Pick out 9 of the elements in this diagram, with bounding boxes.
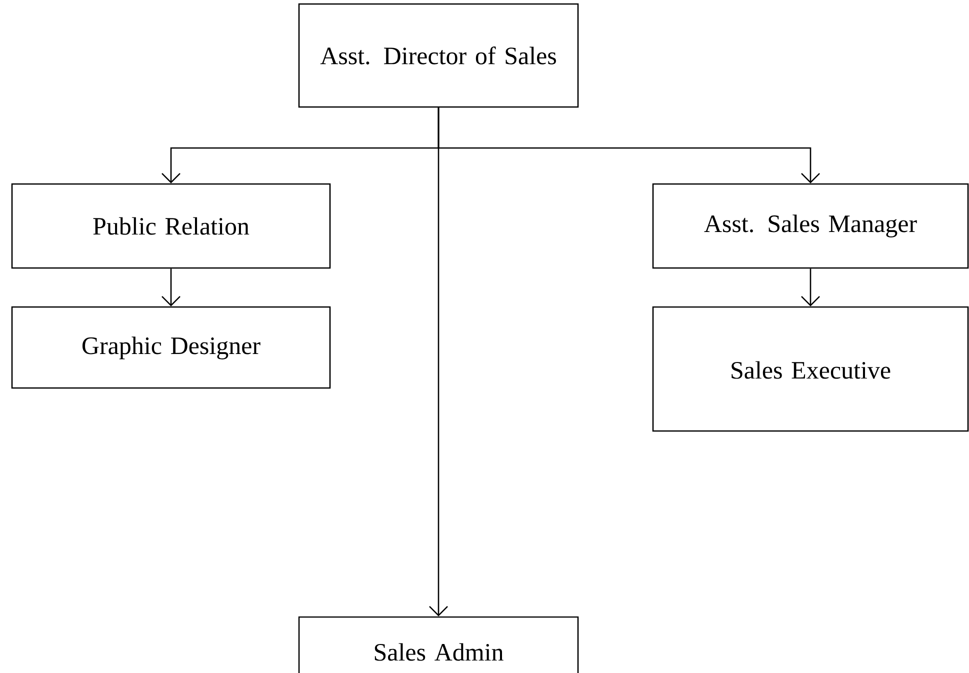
org-box: Public Relation bbox=[11, 183, 331, 269]
org-box: Asst. Director of Sales bbox=[298, 3, 579, 108]
org-box: Sales Executive bbox=[652, 306, 969, 432]
arrow bbox=[429, 108, 448, 616]
org-box: Asst. Sales Manager bbox=[652, 183, 969, 269]
org-box: Sales Admin bbox=[298, 616, 579, 673]
arrow bbox=[801, 268, 820, 306]
arrow bbox=[162, 268, 180, 306]
org-box: Graphic Designer bbox=[11, 306, 331, 389]
